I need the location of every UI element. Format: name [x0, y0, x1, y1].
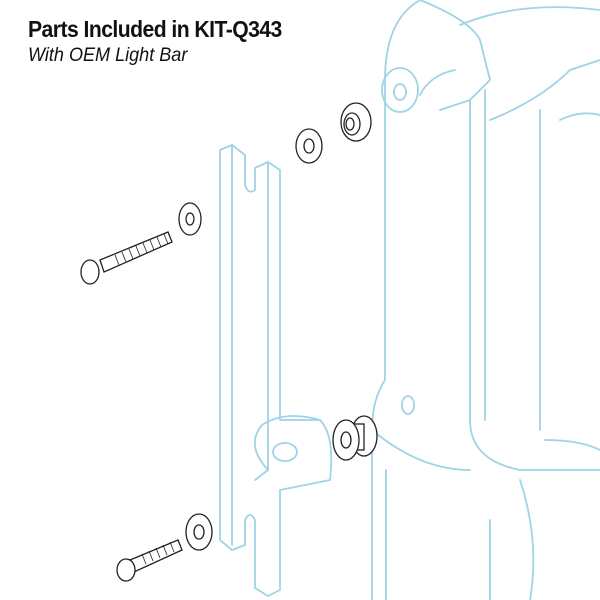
mounting-bracket	[219, 144, 333, 597]
page-subtitle: With OEM Light Bar	[28, 45, 188, 66]
upper-spacer	[340, 102, 372, 142]
page-title: Parts Included in KIT-Q343	[28, 16, 282, 42]
middle-washer	[178, 202, 202, 236]
upper-washer	[295, 128, 323, 164]
lower-washer	[185, 513, 213, 551]
vehicle-mount-outline	[371, 0, 600, 600]
short-button-head-screw	[116, 539, 183, 582]
long-flat-head-screw	[80, 231, 173, 285]
lower-spacer	[332, 415, 378, 461]
